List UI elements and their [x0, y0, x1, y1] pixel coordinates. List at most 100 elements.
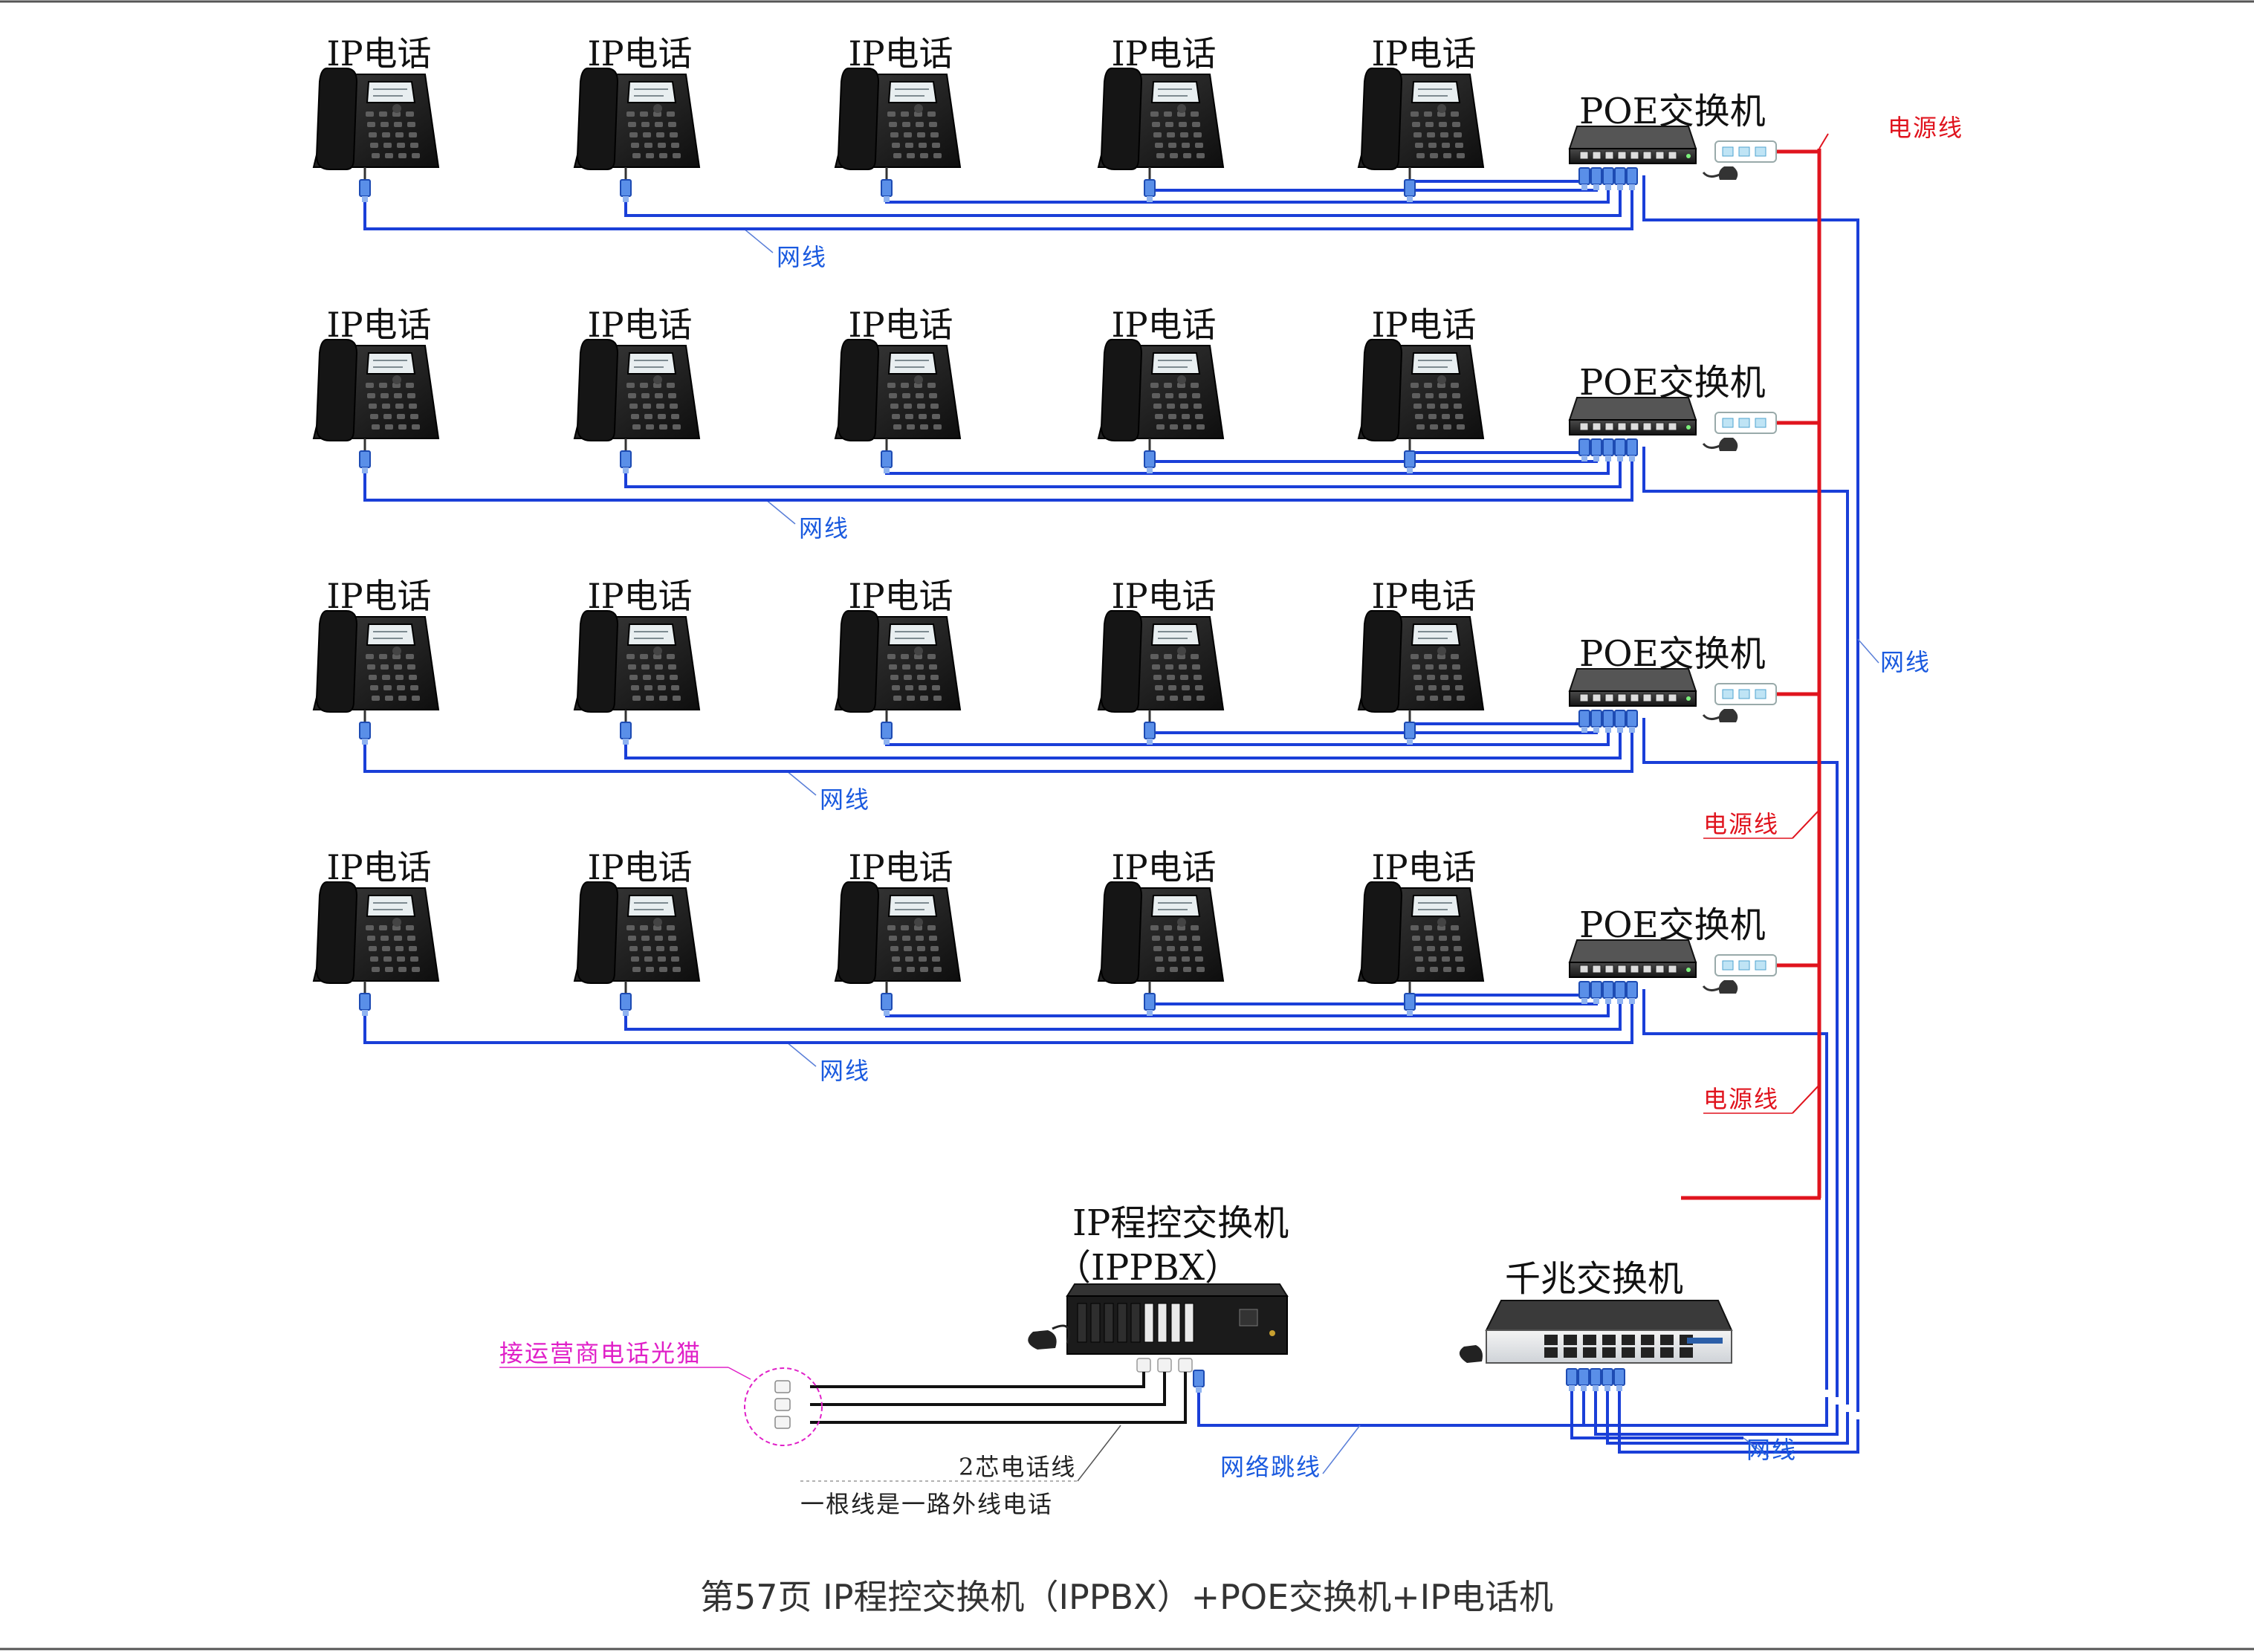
uplink-cable: [1642, 989, 1828, 1390]
trunk-cable: [1594, 1387, 1839, 1436]
power-cables: [1681, 133, 1829, 1200]
phone-label: IP电话: [1371, 305, 1476, 345]
poe-switch-label: POE交换机: [1579, 362, 1766, 404]
phone-jack-icon: [1157, 1358, 1172, 1373]
network-cable: [363, 989, 1633, 1044]
phone-label: IP电话: [848, 576, 953, 616]
phone-label: IP电话: [1111, 33, 1216, 74]
phone-label: IP电话: [326, 305, 431, 345]
ip-phone-icon: [834, 881, 962, 1016]
ip-phone-icon: [834, 67, 962, 202]
label-leader: [1819, 133, 1829, 149]
phone-line-cable: [810, 1372, 1166, 1406]
uplink-cable: [1642, 175, 1859, 1412]
gigabit-switch-icon: [1459, 1300, 1733, 1391]
network-cable: [363, 718, 1633, 773]
rj45-plug-icon: [1614, 438, 1626, 461]
ip-phone-icon: [573, 338, 701, 473]
rj45-plug-icon: [881, 722, 893, 745]
power-strip-icon: [1702, 683, 1777, 722]
ip-phone-icon: [1357, 609, 1485, 745]
ip-phone-icon: [573, 67, 701, 202]
poe-switch-label: POE交换机: [1579, 91, 1766, 132]
ip-phone-icon: [1357, 338, 1485, 473]
rj45-plug-icon: [359, 450, 371, 473]
rj45-plug-icon: [620, 179, 632, 202]
uplink-cable: [1642, 718, 1839, 1397]
ip-phone-icon: [312, 881, 440, 1016]
label-leader: [1792, 809, 1820, 839]
cable-label: 网线: [777, 243, 827, 271]
cable-label: 网线: [799, 514, 849, 542]
rj45-plug-icon: [1602, 1368, 1613, 1391]
cable-label: 网线: [820, 785, 870, 814]
rj45-plug-icon: [1614, 981, 1626, 1004]
ip-phone-icon: [1097, 609, 1225, 745]
poe-switch-label: POE交换机: [1579, 904, 1766, 946]
phone-label: IP电话: [848, 33, 953, 74]
phone-label: IP电话: [1111, 305, 1216, 345]
ip-phone-icon: [1097, 67, 1225, 202]
ip-phone-icon: [1097, 338, 1225, 473]
label-leader: [1792, 1084, 1820, 1114]
phone-line-cable: [810, 1372, 1187, 1424]
phone-label: IP电话: [1371, 576, 1476, 616]
rj45-plug-icon: [1602, 167, 1614, 190]
bottom-cable-label: 网线: [1746, 1436, 1797, 1464]
rj45-plug-icon: [1578, 438, 1590, 461]
rj45-plug-icon: [1602, 438, 1614, 461]
power-cable-label: 电源线: [1703, 1085, 1779, 1113]
rj45-plug-icon: [620, 993, 632, 1016]
rj45-plug-icon: [1626, 981, 1638, 1004]
rj45-plug-icon: [881, 450, 893, 473]
isp-modem-marker: [744, 1367, 823, 1446]
rj45-plug-icon: [620, 450, 632, 473]
ippbx-label-sub: （IPPBX）: [1055, 1247, 1240, 1289]
phone-label: IP电话: [326, 576, 431, 616]
ip-phone-icon: [312, 609, 440, 745]
rj45-plug-icon: [359, 722, 371, 745]
rj45-plug-icon: [1590, 167, 1602, 190]
ip-phone-icon: [834, 609, 962, 745]
phone-jack-icon: [774, 1416, 791, 1429]
rj45-plug-icon: [881, 993, 893, 1016]
ip-phone-icon: [312, 338, 440, 473]
rj45-plug-icon: [1144, 450, 1156, 473]
patch-cable-label: 网络跳线: [1220, 1453, 1321, 1481]
ippbx-label: IP程控交换机: [1072, 1202, 1289, 1244]
patch-cable: [1197, 1376, 1585, 1427]
network-cable: [1408, 718, 1586, 725]
network-cable: [1570, 1387, 1743, 1439]
power-strip-icon: [1702, 954, 1777, 994]
ip-phone-icon: [312, 67, 440, 202]
rj45-plug-icon: [1404, 179, 1416, 202]
note-leader: [1077, 1425, 1121, 1482]
ip-phone-icon: [1357, 881, 1485, 1016]
isp-label: 接运营商电话光猫: [499, 1339, 702, 1367]
network-cable: [1408, 989, 1586, 997]
ip-phone-icon: [1357, 67, 1485, 202]
phone-jack-icon: [1136, 1358, 1151, 1373]
phone-label: IP电话: [1371, 33, 1476, 74]
cable-label-leader: [765, 499, 796, 525]
rj45-plug-icon: [1590, 981, 1602, 1004]
rj45-plug-icon: [1626, 167, 1638, 190]
trunk-cable-label: 网线: [1880, 648, 1931, 676]
rj45-plug-icon: [1404, 722, 1416, 745]
label-leader: [1857, 638, 1879, 664]
rj45-plug-icon: [1590, 438, 1602, 461]
page-caption: 第57页 IP程控交换机（IPPBX）+POE交换机+IP电话机: [700, 1577, 1553, 1617]
poe-switch-icon: [1568, 126, 1697, 190]
ip-phone-icon: [1097, 881, 1225, 1016]
rj45-plug-icon: [1602, 710, 1614, 733]
trunk-cable: [1606, 1387, 1849, 1445]
power-strip-icon: [1702, 140, 1777, 180]
cable-label-leader: [786, 770, 817, 796]
phone-label: IP电话: [848, 305, 953, 345]
phone-label: IP电话: [326, 33, 431, 74]
rj45-plug-icon: [1144, 993, 1156, 1016]
phone-label: IP电话: [587, 33, 692, 74]
rj45-plug-icon: [1602, 981, 1614, 1004]
